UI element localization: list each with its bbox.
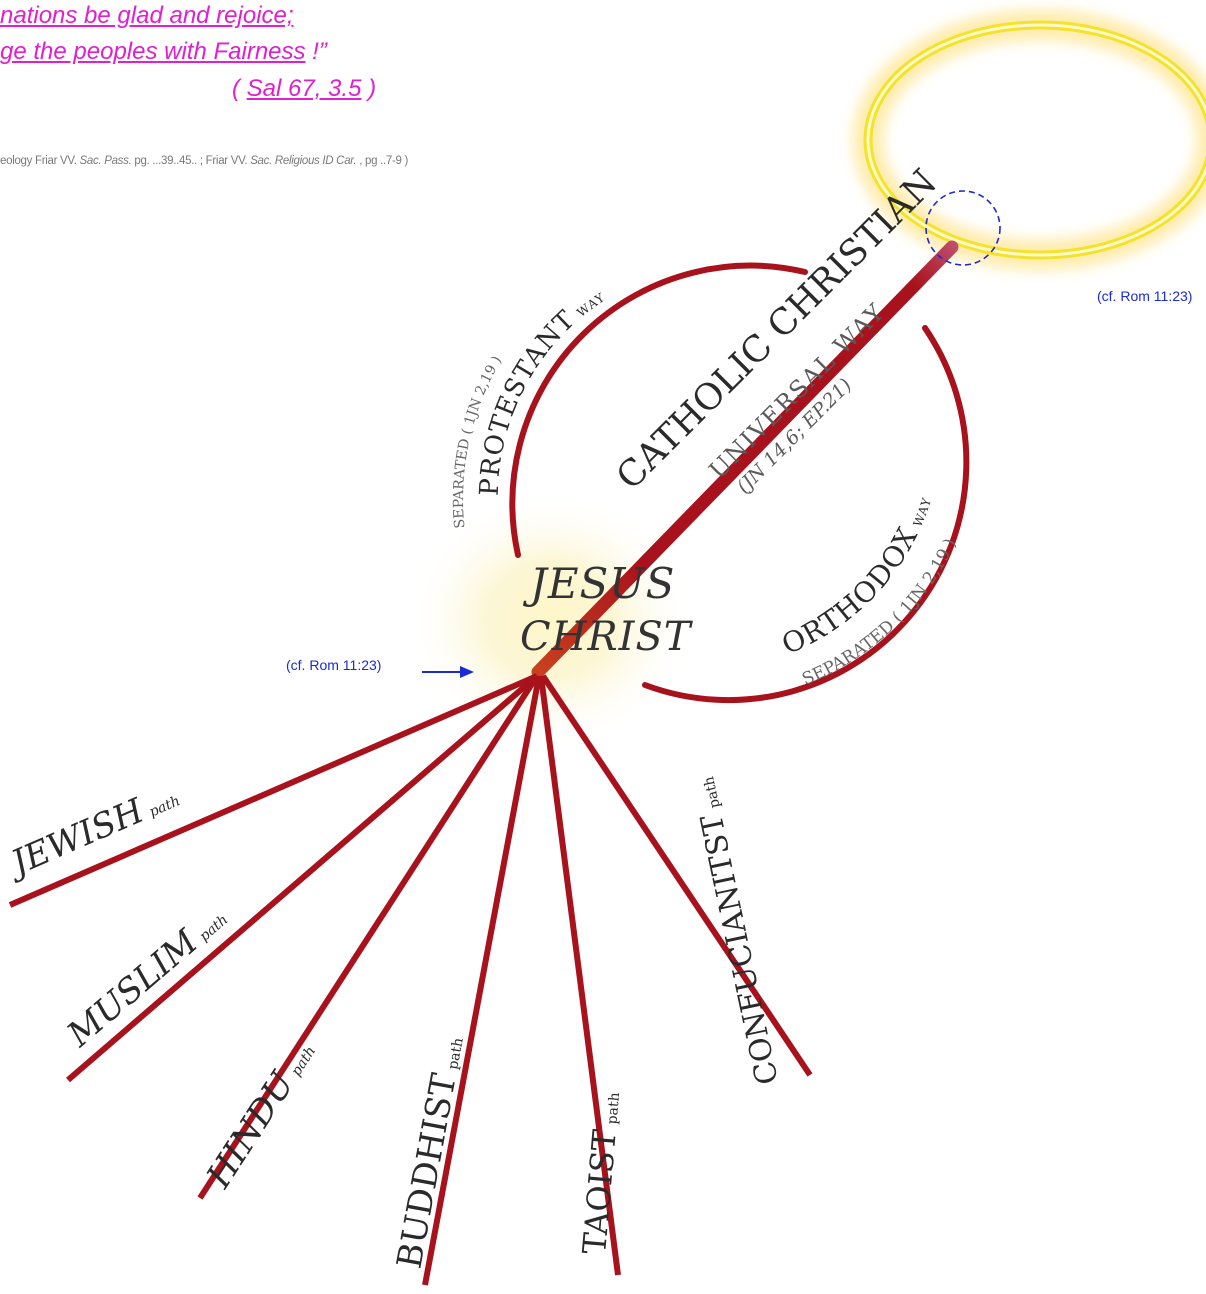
- quote-line-1-text: nations be glad and rejoice;: [0, 2, 294, 29]
- svg-text:MUSLIMpath: MUSLIMpath: [59, 897, 234, 1055]
- center-glow: [405, 490, 695, 750]
- citation-part-3: , pg ..7-9 ): [356, 155, 409, 167]
- source-citation: eology Friar VV. Sac. Pass. pg. ...39..4…: [0, 155, 408, 167]
- path-label-muslim: MUSLIMpath: [59, 897, 234, 1056]
- center-label-christ: CHRIST: [520, 614, 694, 660]
- catholic-main-path: [531, 240, 959, 679]
- ref-note-top-right: (cf. Rom 11:23): [1097, 288, 1193, 304]
- scripture-quote-line-1: nations be glad and rejoice;: [0, 2, 294, 30]
- taoist-suffix: path: [604, 1092, 623, 1125]
- path-line-buddhist: [422, 675, 542, 1286]
- path-label-buddhist: BUDDHISTpath: [390, 1033, 472, 1272]
- scripture-ref-close: ): [361, 75, 377, 102]
- path-label-taoist: TAOIST path: [575, 1090, 627, 1256]
- center-label-jesus: JESUS: [522, 559, 675, 608]
- ref-arrow: [422, 666, 474, 678]
- citation-part-1: eology Friar VV.: [0, 155, 80, 167]
- citation-title-2: Sac. Religious ID Car.: [250, 155, 357, 167]
- protestant-arc: [509, 262, 808, 558]
- reunion-marker-circle: [925, 190, 1001, 266]
- scripture-ref-text: Sal 67, 3.5: [246, 75, 362, 102]
- path-line-jewish: [8, 673, 539, 908]
- confucianitst-suffix: path: [701, 775, 723, 810]
- buddhist-suffix: path: [445, 1037, 467, 1071]
- orthodox-name: ORTHODOX: [777, 521, 925, 661]
- path-line-confucianitst: [540, 674, 813, 1077]
- citation-title-1: Sac. Pass.: [79, 155, 132, 167]
- protestant-name: PROTESTANT: [475, 305, 582, 497]
- jewish-suffix: path: [147, 793, 183, 820]
- orthodox-label: ORTHODOXWAY: [777, 495, 934, 661]
- scripture-ref-open: (: [232, 75, 247, 102]
- muslim-name: MUSLIM: [59, 921, 206, 1055]
- svg-text:CONFUCIANITSTpath: CONFUCIANITSTpath: [687, 774, 786, 1087]
- scripture-quote-line-2: ge the peoples with Fairness !”: [0, 38, 327, 66]
- scripture-reference: ( Sal 67, 3.5 ): [232, 75, 376, 103]
- halo: [853, 10, 1206, 270]
- taoist-name: TAOIST: [575, 1127, 624, 1255]
- svg-text:TAOISTpath: TAOIST path: [575, 1090, 627, 1255]
- orthodox-way: WAY: [911, 495, 935, 528]
- path-line-muslim: [66, 673, 539, 1083]
- confucianitst-name: CONFUCIANITST: [694, 811, 785, 1087]
- buddhist-name: BUDDHIST: [390, 1070, 465, 1272]
- orthodox-arc: [642, 325, 970, 704]
- svg-text:HINDUpath: HINDUpath: [198, 1033, 323, 1195]
- quote-line-2-tail: !”: [305, 38, 327, 65]
- path-line-hindu: [197, 674, 540, 1200]
- path-line-taoist: [538, 675, 621, 1276]
- religion-paths: [8, 673, 813, 1286]
- citation-part-2: pg. ...39..45.. ; Friar VV.: [131, 155, 251, 167]
- path-label-confucianitst: CONFUCIANITSTpath: [687, 774, 786, 1088]
- ref-note-left: (cf. Rom 11:23): [286, 657, 382, 673]
- path-label-hindu: HINDUpath: [198, 1033, 323, 1196]
- svg-text:BUDDHISTpath: BUDDHISTpath: [390, 1033, 472, 1272]
- jewish-name: JEWISH: [0, 790, 151, 885]
- quote-line-2-text: ge the peoples with Fairness: [0, 38, 306, 65]
- muslim-suffix: path: [197, 912, 232, 945]
- hindu-name: HINDU: [198, 1064, 303, 1196]
